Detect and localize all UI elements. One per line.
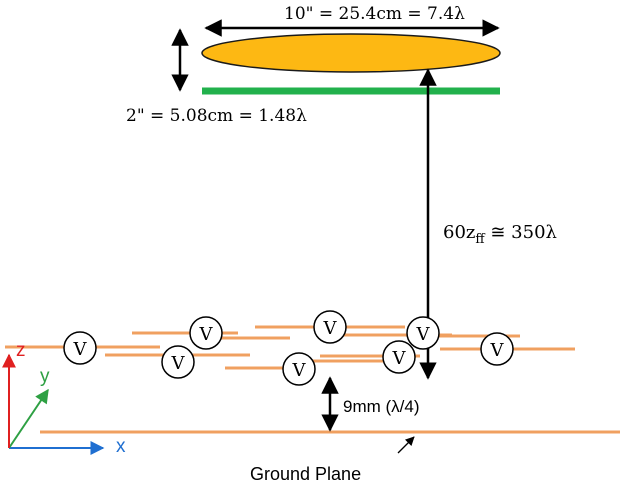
svg-text:V: V bbox=[171, 353, 186, 374]
voltage-sources: V V V V V V V V bbox=[63, 310, 514, 386]
voltage-source: V bbox=[313, 310, 347, 344]
antenna-aperture bbox=[201, 33, 501, 73]
far-field-label: 60zff ≅ 350λ bbox=[443, 222, 557, 247]
svg-text:V: V bbox=[73, 339, 88, 360]
svg-text:V: V bbox=[292, 360, 307, 381]
coordinate-axes: x y z bbox=[1, 340, 126, 457]
svg-text:V: V bbox=[416, 324, 431, 345]
width-dimension-label: 10" = 25.4cm = 7.4λ bbox=[284, 4, 465, 24]
voltage-source: V bbox=[189, 316, 223, 350]
z-axis-label: z bbox=[16, 340, 26, 361]
y-axis-label: y bbox=[40, 366, 50, 387]
voltage-source: V bbox=[480, 332, 514, 366]
gap-label: 9mm (λ/4) bbox=[343, 397, 420, 416]
voltage-source: V bbox=[63, 331, 97, 365]
svg-text:V: V bbox=[323, 318, 338, 339]
svg-text:V: V bbox=[392, 348, 407, 369]
y-axis-arrow bbox=[8, 388, 49, 449]
height-dimension-label: 2" = 5.08cm = 1.48λ bbox=[126, 106, 307, 126]
ground-plane-pointer bbox=[397, 436, 415, 454]
voltage-source: V bbox=[161, 345, 195, 379]
ground-plane-label: Ground Plane bbox=[250, 464, 361, 484]
svg-text:V: V bbox=[490, 340, 505, 361]
voltage-source: V bbox=[382, 340, 416, 374]
voltage-source: V bbox=[406, 316, 440, 350]
svg-text:V: V bbox=[199, 324, 214, 345]
voltage-source: V bbox=[282, 352, 316, 386]
x-axis-label: x bbox=[116, 436, 126, 457]
